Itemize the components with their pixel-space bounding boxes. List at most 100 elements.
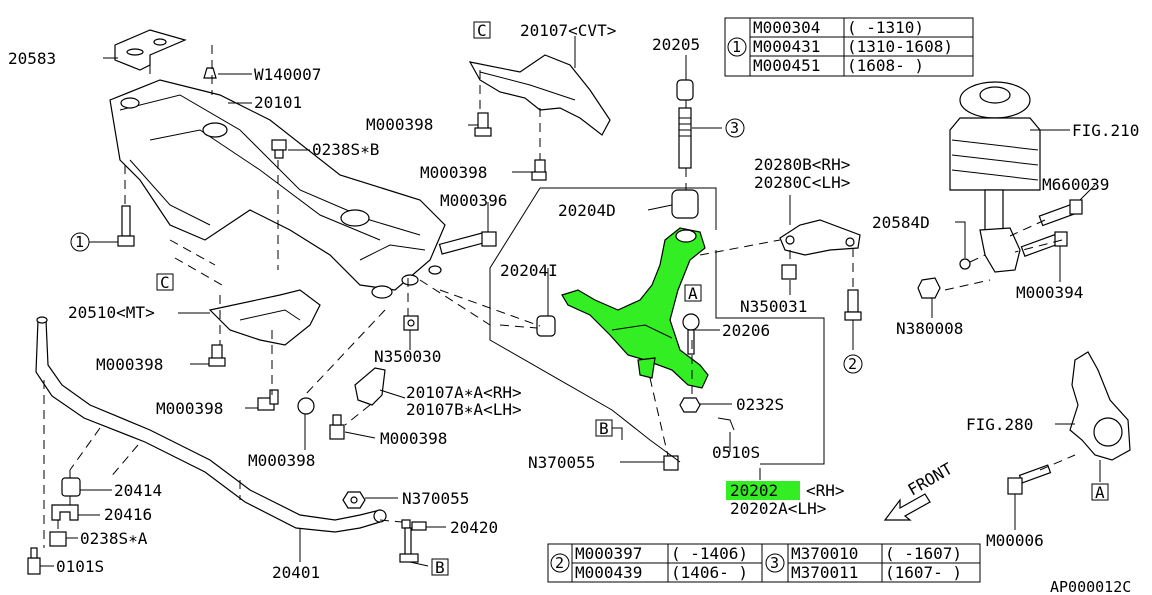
marker-a-arm: A: [684, 284, 702, 303]
bolt-w140007[interactable]: [203, 67, 217, 79]
svg-text:C: C: [477, 21, 487, 40]
bolt-0238sb[interactable]: [271, 139, 287, 159]
front-arrow: [883, 493, 931, 521]
label-20206: 20206: [722, 321, 770, 340]
bolt-0101s[interactable]: [27, 547, 41, 575]
bolt-m000398-d[interactable]: [257, 389, 279, 411]
svg-text:M000451: M000451: [753, 56, 820, 75]
strut-fig210[interactable]: [949, 81, 1041, 273]
label-20414: 20414: [114, 481, 162, 500]
bracket-20510-mt[interactable]: [208, 289, 321, 346]
marker-key2: 2: [843, 354, 863, 374]
label-20107-cvt: 20107<CVT>: [520, 21, 616, 40]
highlight-20202: [726, 481, 800, 500]
bolt-m000398-f[interactable]: [329, 414, 345, 440]
nut-0232s[interactable]: [679, 397, 701, 413]
marker-c-top: C: [473, 21, 491, 40]
svg-text:2: 2: [848, 355, 857, 373]
label-20401: 20401: [272, 563, 320, 582]
bolt-m000398-b[interactable]: [531, 159, 547, 181]
knuckle-fig280[interactable]: [1069, 351, 1131, 461]
svg-text:( -1607): ( -1607): [885, 544, 962, 563]
bracket-20107-cvt[interactable]: [468, 54, 611, 136]
label-20280c: 20280C<LH>: [754, 173, 850, 192]
label-n370055-b: N370055: [402, 489, 469, 508]
pin-0510s[interactable]: [717, 417, 735, 431]
label-n370055-a: N370055: [528, 453, 595, 472]
svg-text:M000431: M000431: [753, 37, 820, 56]
leader-lines: [40, 36, 1101, 567]
bolt-0238sa[interactable]: [49, 531, 67, 547]
bolt-m660039[interactable]: [1038, 199, 1083, 227]
bolt-m000396[interactable]: [438, 231, 497, 255]
bushing-m000398-e[interactable]: [297, 397, 315, 415]
marker-a-knuckle: A: [1091, 483, 1109, 502]
label-fig210: FIG.210: [1072, 121, 1139, 140]
label-ref-code: AP000012C: [1050, 578, 1131, 595]
svg-text:( -1406): ( -1406): [671, 544, 748, 563]
label-m000398-d: M000398: [156, 399, 223, 418]
label-0238sa: 0238S∗A: [80, 529, 148, 548]
label-20510-mt: 20510<MT>: [68, 303, 155, 322]
stabilizer-bar-20401[interactable]: [35, 316, 387, 533]
svg-text:1: 1: [732, 38, 741, 56]
svg-text:M370010: M370010: [791, 544, 858, 563]
crossmember-20101[interactable]: [109, 79, 446, 299]
marker-c-left: C: [156, 273, 174, 292]
dashed-lines: [43, 45, 1076, 548]
label-m000398-c: M000398: [96, 355, 163, 374]
bolt-key3[interactable]: [678, 107, 692, 169]
bushing-20204i[interactable]: [536, 315, 556, 337]
callouts: 20583 W140007 20101 0238S∗B 20107<CVT> 2…: [8, 21, 1139, 595]
plate-20583[interactable]: [114, 29, 187, 71]
bolt-key1[interactable]: [117, 205, 135, 247]
svg-text:B: B: [599, 419, 609, 438]
marker-key3: 3: [725, 118, 745, 138]
bolt-m000398-c[interactable]: [208, 344, 226, 367]
nut-n370055-a[interactable]: [663, 455, 679, 471]
nut-n370055-b[interactable]: [342, 491, 366, 509]
bushing-20204d[interactable]: [671, 189, 699, 219]
svg-text:1: 1: [75, 233, 84, 251]
label-w140007: W140007: [254, 65, 321, 84]
label-0232s: 0232S: [736, 395, 784, 414]
label-20583: 20583: [8, 49, 56, 68]
label-m000398-e: M000398: [380, 429, 447, 448]
markers: C C A A B B 1 2: [70, 21, 1109, 577]
bolt-m000006[interactable]: [1007, 464, 1052, 495]
stud-20205[interactable]: [676, 79, 694, 101]
label-20280b: 20280B<RH>: [754, 155, 850, 174]
marker-b-link: B: [431, 558, 449, 577]
label-20202: 20202: [730, 481, 778, 500]
svg-text:M370011: M370011: [791, 563, 858, 582]
bracket-20107a[interactable]: [354, 367, 386, 406]
bolt-m000398-a[interactable]: [474, 112, 492, 137]
label-m000394: M000394: [1016, 283, 1083, 302]
label-20107a: 20107A∗A<RH>: [406, 383, 522, 402]
label-fig280: FIG.280: [966, 415, 1033, 434]
nut-n350030[interactable]: [403, 315, 419, 331]
svg-text:B: B: [435, 558, 445, 577]
washer-20584d[interactable]: [959, 258, 971, 270]
nut-n380008[interactable]: [917, 277, 941, 299]
bushing-20414[interactable]: [61, 477, 81, 497]
label-0101s: 0101S: [56, 557, 104, 576]
lower-arm-20202[interactable]: [561, 227, 709, 389]
link-20420[interactable]: [399, 519, 427, 563]
nut-n350031[interactable]: [781, 264, 797, 280]
label-front: FRONT: [905, 459, 957, 500]
svg-text:(1607- ): (1607- ): [885, 563, 962, 582]
svg-text:3: 3: [770, 554, 779, 572]
label-20416: 20416: [104, 505, 152, 524]
balljoint-20206[interactable]: [682, 313, 700, 355]
bolt-key2[interactable]: [844, 289, 862, 321]
svg-text:M000397: M000397: [575, 544, 642, 563]
table-key2-key3: 2 M000397 ( -1406) M000439 (1406- ) 3 M3…: [547, 543, 981, 583]
svg-text:M000304: M000304: [753, 18, 820, 37]
clamp-20416[interactable]: [51, 504, 79, 521]
label-20204d: 20204D: [558, 201, 616, 220]
label-m000006: M00006: [986, 531, 1044, 550]
label-20202-rh: <RH>: [806, 481, 845, 500]
bracket-20280[interactable]: [779, 219, 861, 256]
